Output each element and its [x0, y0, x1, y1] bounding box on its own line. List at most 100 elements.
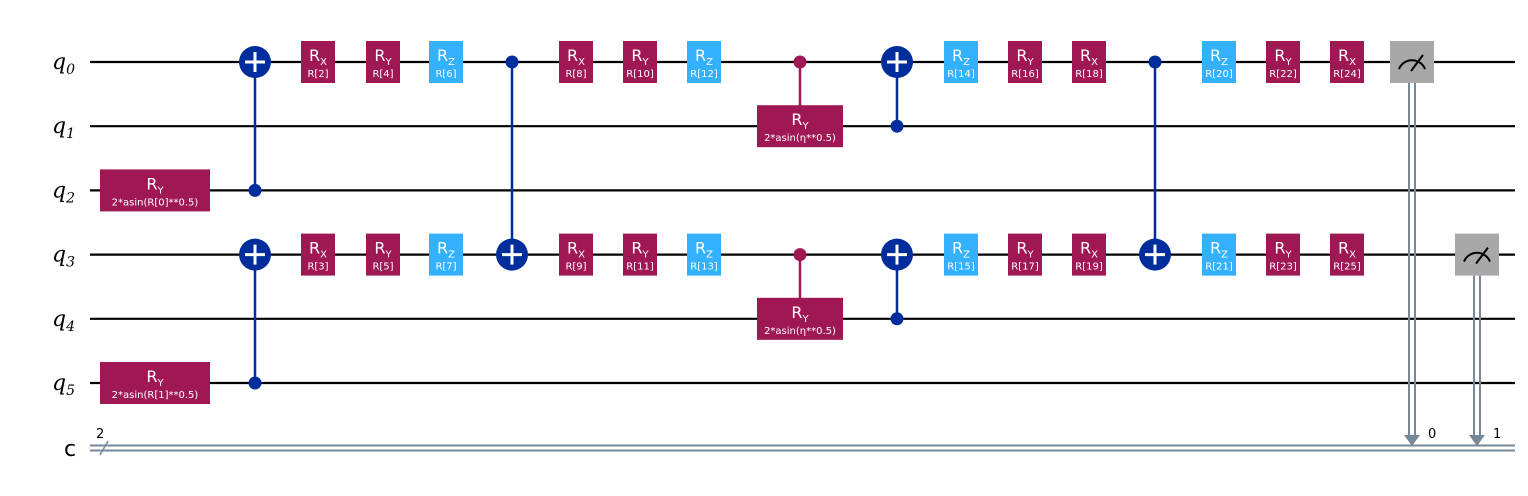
ry-gate-q0-30: RYR[22] — [1266, 41, 1300, 83]
rx-gate-q0-4: RXR[2] — [301, 41, 335, 83]
ry-gate-q5-1-param: 2*asin(R[1]**0.5) — [112, 390, 199, 401]
rz-gate-q3-9-param: R[7] — [435, 262, 456, 273]
ry-gate-q3-14-param: R[11] — [626, 262, 654, 273]
rz-gate-q0-28-label-subscript: Z — [1221, 57, 1228, 68]
cx-gate-2 — [239, 46, 271, 197]
ry-gate-q3-7: RYR[5] — [366, 233, 400, 276]
ry-gate-q3-7-label-subscript: Y — [385, 250, 393, 261]
rz-gate-q3-29-box — [1202, 233, 1236, 276]
qubit-label-subscript: 2 — [65, 190, 75, 206]
cx-gate-3-control-dot — [248, 376, 262, 390]
cry-gate-18-label-subscript: Y — [802, 314, 810, 325]
qubit-label-subscript: 5 — [66, 383, 75, 399]
classical-register-label: c — [64, 437, 76, 462]
rz-gate-q0-21-box — [944, 41, 978, 83]
rz-gate-q3-22-param: R[15] — [947, 262, 975, 273]
rz-gate-q0-15-box — [687, 41, 721, 83]
rz-gate-q0-28: RZR[20] — [1202, 41, 1236, 83]
qubit-label-q4: q4 — [52, 307, 75, 335]
classical-register-size: 2 — [96, 427, 104, 442]
meter-needle-icon — [1410, 54, 1424, 72]
rx-gate-q3-26: RXR[19] — [1072, 233, 1106, 276]
ry-gate-q0-13-param: R[10] — [626, 69, 654, 80]
rz-gate-q0-8-label-subscript: Z — [448, 57, 455, 68]
rx-gate-q3-12-box — [559, 233, 593, 276]
cx-gate-19 — [881, 46, 913, 133]
measure-gate-34-box — [1390, 41, 1434, 83]
rx-gate-q3-33: RXR[25] — [1330, 233, 1364, 276]
cry-gate-17-label-subscript: Y — [802, 121, 810, 132]
ry-gate-q0-6-box — [366, 41, 400, 83]
ry-gate-q0-13-label-subscript: Y — [642, 57, 650, 68]
ry-gate-q0-6-label-subscript: Y — [385, 57, 393, 68]
meter-icon — [1398, 59, 1426, 70]
ry-gate-q3-24-param: R[17] — [1011, 262, 1039, 273]
rz-gate-q3-9: RZR[7] — [429, 233, 463, 276]
ry-gate-q3-14-box — [623, 233, 657, 276]
rz-gate-q0-21-param: R[14] — [947, 69, 975, 80]
rz-gate-q3-29: RZR[21] — [1202, 233, 1236, 276]
rz-gate-q3-29-label-subscript: Z — [1221, 250, 1228, 261]
ry-gate-q3-24: RYR[17] — [1008, 233, 1042, 276]
rx-gate-q0-11-param: R[8] — [565, 69, 586, 80]
gates-layer: RY2*asin(R[0]**0.5)RY2*asin(R[1]**0.5)RX… — [100, 41, 1501, 446]
cry-gate-18-param: 2*asin(η**0.5) — [764, 326, 836, 337]
ry-gate-q0-6: RYR[4] — [366, 41, 400, 83]
rz-gate-q0-21-label-subscript: Z — [963, 57, 970, 68]
ry-gate-q0-23: RYR[16] — [1008, 41, 1042, 83]
rz-gate-q3-16-label-subscript: Z — [706, 250, 713, 261]
ry-gate-q5-1-label-subscript: Y — [157, 378, 165, 389]
rx-gate-q0-32-box — [1330, 41, 1364, 83]
rz-gate-q3-22-box — [944, 233, 978, 276]
rz-gate-q0-8-box — [429, 41, 463, 83]
cx-gate-2-control-dot — [248, 183, 262, 197]
rx-gate-q3-5-label-subscript: X — [320, 250, 327, 261]
ry-gate-q0-13-box — [623, 41, 657, 83]
rz-gate-q3-16: RZR[13] — [687, 233, 721, 276]
rx-gate-q3-12-param: R[9] — [565, 262, 586, 273]
ry-gate-q0-13: RYR[10] — [623, 41, 657, 83]
ry-gate-q0-23-label-subscript: Y — [1027, 57, 1035, 68]
ry-gate-q0-23-box — [1008, 41, 1042, 83]
rz-gate-q3-22: RZR[15] — [944, 233, 978, 276]
rx-gate-q3-33-param: R[25] — [1333, 262, 1361, 273]
cry-gate-18-control-dot — [793, 248, 807, 262]
rx-gate-q3-33-box — [1330, 233, 1364, 276]
meter-icon — [1463, 251, 1491, 263]
cx-gate-10 — [496, 55, 528, 271]
cx-gate-20-control-dot — [890, 312, 904, 326]
rz-gate-q0-8-param: R[6] — [435, 69, 456, 80]
cx-gate-27-control-dot — [1148, 55, 1162, 69]
rz-gate-q0-15-label-subscript: Z — [706, 57, 713, 68]
ry-gate-q0-30-box — [1266, 41, 1300, 83]
qubit-label-subscript: 0 — [66, 62, 75, 78]
classical-bus-slash — [99, 440, 109, 456]
qubit-label-q0: q0 — [52, 50, 75, 78]
rz-gate-q0-21: RZR[14] — [944, 41, 978, 83]
qubit-label-q1: q1 — [52, 114, 75, 142]
ry-gate-q2-0: RY2*asin(R[0]**0.5) — [100, 169, 210, 212]
qubit-label-q3: q3 — [52, 243, 75, 271]
rz-gate-q0-8: RZR[6] — [429, 41, 463, 83]
rx-gate-q0-25-box — [1072, 41, 1106, 83]
qubit-label-subscript: 4 — [65, 319, 75, 335]
cx-gate-27 — [1139, 55, 1171, 271]
rx-gate-q0-4-param: R[2] — [307, 69, 328, 80]
rx-gate-q3-12-label-subscript: X — [578, 250, 585, 261]
rz-gate-q0-15: RZR[12] — [687, 41, 721, 83]
rx-gate-q3-12: RXR[9] — [559, 233, 593, 276]
rx-gate-q3-26-box — [1072, 233, 1106, 276]
ry-gate-q2-0-box — [100, 169, 210, 212]
rx-gate-q3-5: RXR[3] — [301, 233, 335, 276]
cx-gate-19-control-dot — [890, 119, 904, 133]
cx-gate-20 — [881, 238, 913, 326]
qubit-label-subscript: 3 — [66, 255, 75, 271]
qubit-label-q5: q5 — [52, 371, 75, 399]
ry-gate-q3-14: RYR[11] — [623, 233, 657, 276]
rz-gate-q3-22-label-subscript: Z — [963, 250, 970, 261]
qubit-label-q2: q2 — [52, 178, 75, 206]
ry-gate-q3-7-box — [366, 233, 400, 276]
cry-gate-18: RY2*asin(η**0.5) — [757, 248, 843, 340]
rx-gate-q3-26-param: R[19] — [1075, 262, 1103, 273]
ry-gate-q0-30-label-subscript: Y — [1285, 57, 1293, 68]
